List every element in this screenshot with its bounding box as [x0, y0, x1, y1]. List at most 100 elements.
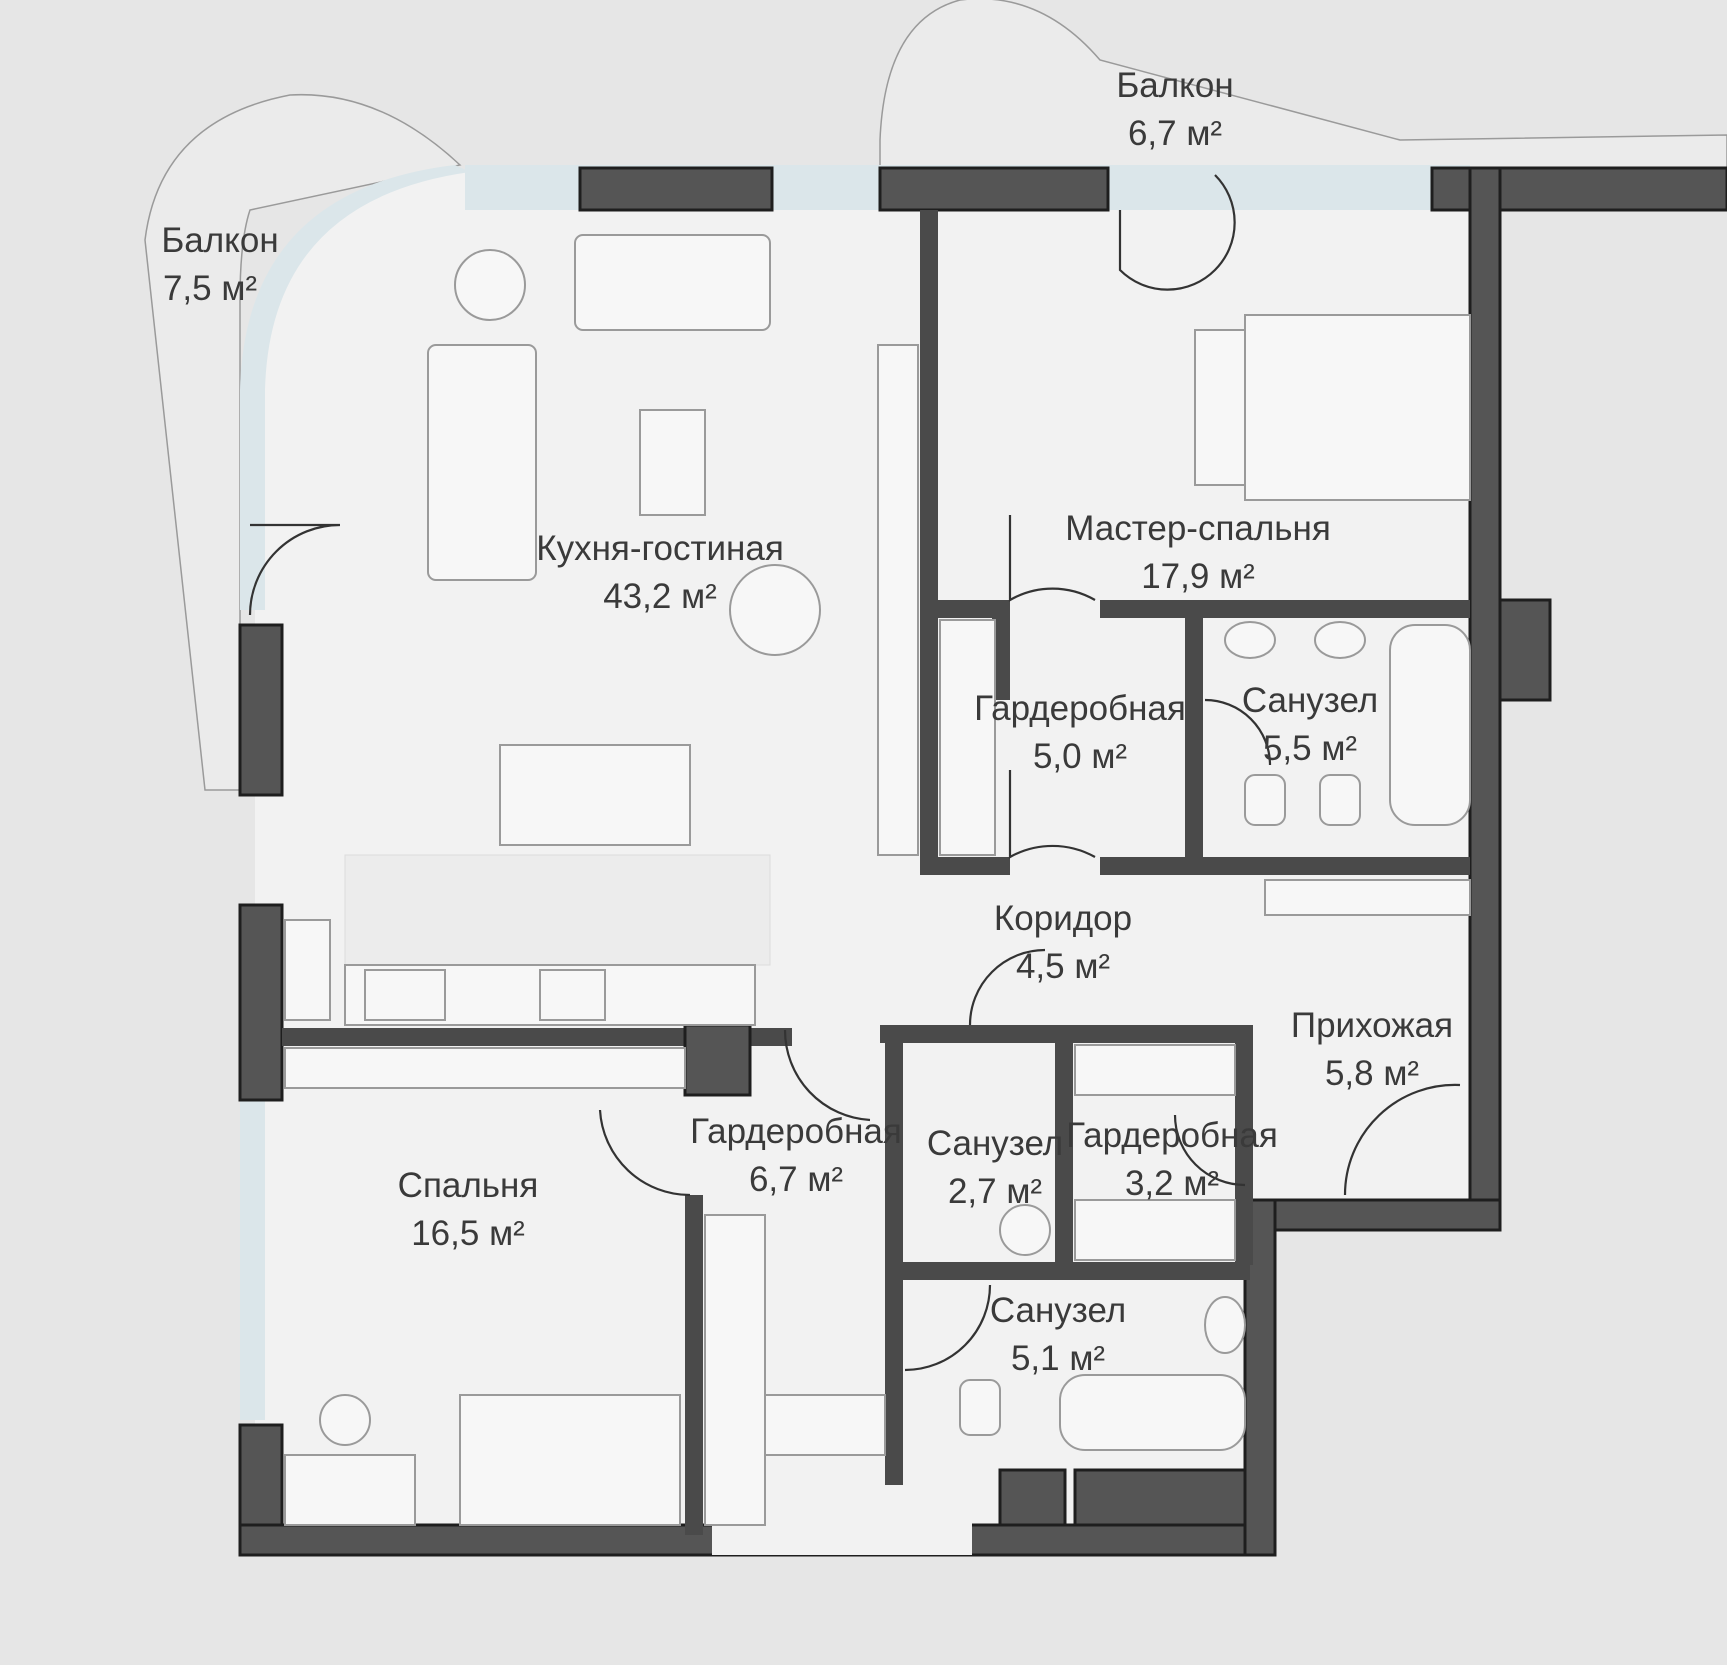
wall-core-east — [1235, 1025, 1253, 1265]
label-wardrobe-hall: Гардеробная 3,2 м² — [1066, 1116, 1278, 1203]
door-bedroom[interactable] — [598, 1109, 691, 1197]
master-bed — [1244, 314, 1471, 501]
room-area: 4,5 м² — [1016, 947, 1110, 986]
south-shaft-2 — [1073, 1468, 1247, 1527]
wall-master-south — [1100, 600, 1470, 618]
wall-bedroom-east — [685, 1195, 703, 1535]
bed — [459, 1394, 681, 1526]
wall-wardrobe-bottom — [920, 857, 1010, 875]
label-master-bedroom: Мастер-спальня 17,9 м² — [1065, 509, 1331, 596]
room-area: 2,7 м² — [948, 1172, 1042, 1211]
sink-bedroom — [1204, 1296, 1246, 1354]
room-area: 5,8 м² — [1325, 1054, 1419, 1093]
wall-north-2 — [878, 166, 1110, 212]
bathtub-master — [1389, 624, 1471, 826]
kitchen-island-shelf — [284, 1047, 686, 1089]
room-area: 7,5 м² — [163, 269, 257, 308]
washing-machine — [999, 1204, 1051, 1256]
west-glazing — [240, 165, 470, 610]
wall-south-east — [1243, 1198, 1502, 1232]
room-area: 5,5 м² — [1263, 729, 1357, 768]
sofa-left — [427, 344, 537, 581]
label-wardrobe-bedroom: Гардеробная 6,7 м² — [690, 1112, 902, 1199]
wardrobe-hall-shelves-2 — [1074, 1199, 1236, 1261]
room-name: Санузел — [927, 1124, 1063, 1163]
master-bench — [1194, 329, 1246, 486]
dining-table — [499, 744, 691, 846]
label-bathroom-master: Санузел 5,5 м² — [1242, 681, 1378, 768]
room-name: Мастер-спальня — [1065, 509, 1331, 548]
room-name: Гардеробная — [974, 689, 1186, 728]
wardrobe-bedroom-shelves — [704, 1214, 766, 1526]
hall-bench — [1264, 879, 1471, 916]
wall-wardrobe-top — [920, 600, 1010, 618]
label-wardrobe-master: Гардеробная 5,0 м² — [974, 689, 1186, 776]
room-name: Санузел — [990, 1291, 1126, 1330]
door-entrance[interactable] — [1343, 1083, 1461, 1196]
sink-master-1 — [1224, 621, 1276, 659]
room-area: 6,7 м² — [749, 1160, 843, 1199]
label-kitchen-living: Кухня-гостиная 43,2 м² — [536, 529, 784, 616]
label-bathroom-small: Санузел 2,7 м² — [927, 1124, 1063, 1211]
south-shaft-1 — [998, 1468, 1067, 1527]
door-bath-master[interactable] — [1204, 698, 1272, 766]
room-area: 5,1 м² — [1011, 1339, 1105, 1378]
room-area: 17,9 м² — [1141, 557, 1255, 596]
room-name: Коридор — [994, 899, 1132, 938]
door-balcony-west[interactable] — [248, 523, 341, 616]
wall-core-west — [885, 1025, 903, 1485]
door-master[interactable] — [1008, 515, 1096, 602]
wall-kitchen-south — [282, 1028, 792, 1046]
wall-north-1 — [578, 166, 774, 212]
toilet-bedroom — [959, 1379, 1001, 1436]
room-area: 6,7 м² — [1128, 114, 1222, 153]
door-balcony-north[interactable] — [1118, 174, 1236, 291]
room-name: Кухня-гостиная — [536, 529, 784, 568]
sofa-top — [574, 234, 771, 331]
wardrobe-bedroom-shelves-2 — [764, 1394, 886, 1456]
desk-chair — [319, 1394, 371, 1446]
wall-bath-south — [1100, 857, 1470, 875]
room-name: Гардеробная — [1066, 1116, 1278, 1155]
label-corridor: Коридор 4,5 м² — [994, 899, 1132, 986]
apartment-floor — [255, 172, 1470, 1540]
room-name: Гардеробная — [690, 1112, 902, 1151]
wall-master-west — [920, 210, 938, 875]
door-bath-bedroom[interactable] — [904, 1284, 992, 1372]
room-name: Спальня — [398, 1166, 539, 1205]
kitchen-sink — [364, 969, 446, 1021]
desk — [284, 1454, 416, 1526]
label-bathroom-bedroom: Санузел 5,1 м² — [990, 1291, 1126, 1378]
kitchen-tile — [344, 854, 771, 966]
room-name: Балкон — [1116, 66, 1233, 105]
room-area: 3,2 м² — [1125, 1164, 1219, 1203]
door-wardrobe-master[interactable] — [1008, 770, 1096, 859]
coffee-table — [639, 409, 706, 516]
balcony-west-area — [144, 93, 462, 791]
sink-master-2 — [1314, 621, 1366, 659]
wardrobe-master-shelves — [939, 619, 996, 856]
wall-east-niche — [1498, 598, 1552, 702]
room-name: Санузел — [1242, 681, 1378, 720]
room-area: 5,0 м² — [1033, 737, 1127, 776]
door-corridor-core[interactable] — [968, 948, 1046, 1026]
wall-west-2 — [238, 903, 284, 1102]
door-hall-wardrobe[interactable] — [1173, 1114, 1246, 1187]
wardrobe-hall-shelves-1 — [1074, 1044, 1236, 1096]
column-kitchen — [683, 1023, 752, 1097]
armchair — [729, 564, 821, 656]
west-lower-glazing — [240, 1090, 265, 1420]
label-balcony-north: Балкон 6,7 м² — [1116, 66, 1233, 153]
room-area: 43,2 м² — [603, 577, 717, 616]
wall-core-mid — [1055, 1025, 1073, 1265]
wall-wardrobe-east — [992, 600, 1010, 700]
wall-core-bath — [885, 1262, 1250, 1280]
label-hallway: Прихожая 5,8 м² — [1291, 1006, 1453, 1093]
fridge-box — [284, 919, 331, 1021]
label-balcony-west: Балкон 7,5 м² — [161, 221, 278, 308]
door-wardrobe-bedroom[interactable] — [783, 1029, 871, 1122]
kitchen-hob — [539, 969, 606, 1021]
wall-west-1 — [238, 623, 284, 797]
toilet-master-1 — [1244, 774, 1286, 826]
label-bedroom: Спальня 16,5 м² — [398, 1166, 539, 1253]
